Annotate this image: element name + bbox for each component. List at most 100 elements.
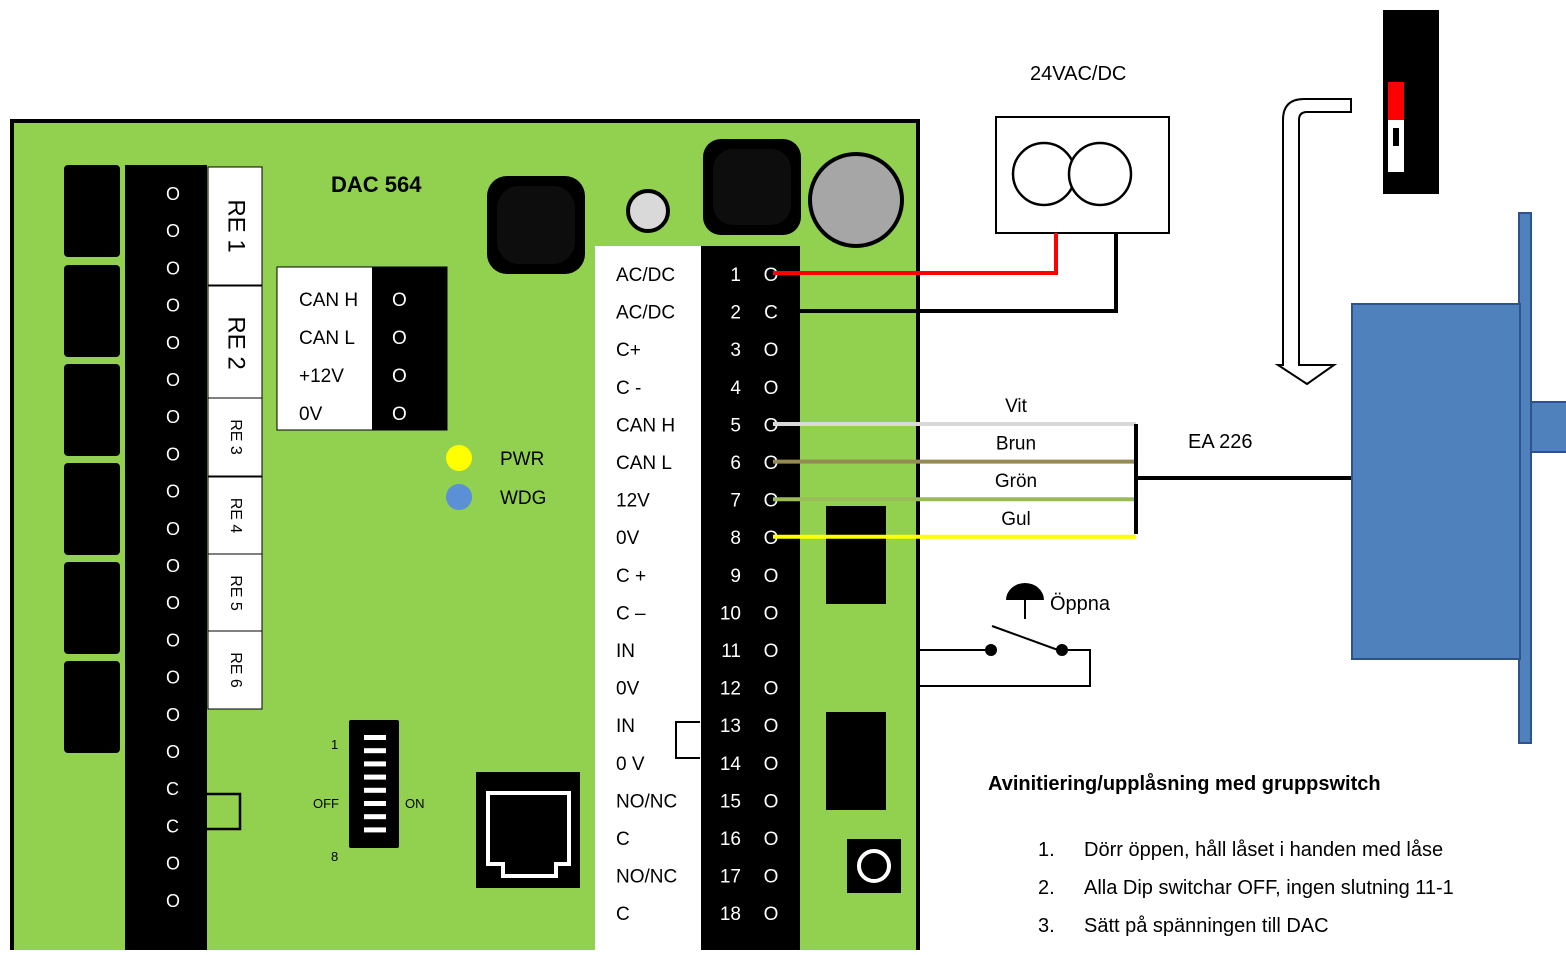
left-terminal-strip bbox=[125, 165, 207, 955]
terminal-label: NO/NC bbox=[616, 791, 677, 812]
terminal-label: IN bbox=[616, 641, 635, 662]
relay-label: RE 4 bbox=[227, 498, 244, 534]
terminal-number: 7 bbox=[730, 491, 741, 512]
led-pwr bbox=[446, 445, 472, 471]
terminal-pin: O bbox=[764, 265, 779, 286]
relay-box bbox=[207, 553, 263, 633]
terminal-number: 3 bbox=[730, 340, 741, 361]
terminal-jumper-13-14 bbox=[675, 721, 700, 759]
terminal-number: 13 bbox=[720, 716, 741, 737]
lock-label: EA 226 bbox=[1188, 431, 1253, 453]
terminal-label: AC/DC bbox=[616, 303, 675, 324]
terminal-pin: C bbox=[764, 303, 778, 324]
terminal-number: 16 bbox=[720, 829, 741, 850]
dip-slot bbox=[364, 774, 386, 780]
black-block-upper bbox=[826, 506, 886, 604]
button-wire-out bbox=[918, 649, 1091, 687]
terminal-label: C bbox=[616, 829, 630, 850]
relay-box bbox=[207, 397, 263, 477]
relay-labels: RE 1RE 2RE 3RE 4RE 5RE 6 bbox=[207, 166, 263, 710]
terminal-pin: O bbox=[764, 641, 779, 662]
can-pin: O bbox=[392, 366, 407, 387]
left-pin: O bbox=[166, 482, 180, 502]
led-label: PWR bbox=[500, 449, 544, 470]
magnet-indicator-red bbox=[1388, 82, 1404, 120]
instruction-steps: 1.Dörr öppen, håll låset i handen med lå… bbox=[1038, 839, 1454, 937]
led-wdg bbox=[446, 484, 472, 510]
push-button-contact bbox=[991, 625, 1059, 651]
left-pin: O bbox=[166, 854, 180, 874]
terminal-label: C - bbox=[616, 378, 641, 399]
terminal-pin: O bbox=[764, 566, 779, 587]
wire-label: Gul bbox=[1001, 509, 1031, 530]
terminal-number: 10 bbox=[720, 603, 741, 624]
terminal-pin: O bbox=[764, 904, 779, 925]
left-pin: O bbox=[166, 742, 180, 762]
can-pin: O bbox=[392, 328, 407, 349]
wire-label: Brun bbox=[996, 434, 1036, 455]
dip-switch-slots bbox=[364, 735, 386, 833]
can-label: +12V bbox=[299, 366, 344, 387]
terminal-label: 0V bbox=[616, 679, 640, 700]
rj-port-icon bbox=[486, 791, 571, 878]
terminal-pin: O bbox=[764, 603, 779, 624]
inner-square-left bbox=[497, 186, 575, 264]
magnet-indicator-gap bbox=[1393, 128, 1399, 146]
dip-slot bbox=[364, 827, 386, 833]
terminal-number: 5 bbox=[730, 415, 741, 436]
terminal-pin: O bbox=[764, 716, 779, 737]
power-terminal-left bbox=[1011, 141, 1077, 207]
terminal-number: 8 bbox=[730, 528, 741, 549]
terminal-label: CAN L bbox=[616, 453, 672, 474]
left-pin: O bbox=[166, 556, 180, 576]
terminal-number: 1 bbox=[730, 265, 741, 286]
relay-box bbox=[207, 285, 263, 401]
terminal-label: CAN H bbox=[616, 415, 675, 436]
step-text: Dörr öppen, håll låset i handen med låse bbox=[1084, 839, 1443, 861]
reset-button[interactable] bbox=[857, 849, 891, 883]
terminal-label: IN bbox=[616, 716, 635, 737]
dip-on-label: ON bbox=[405, 796, 425, 811]
instructions-heading: Avinitiering/upplåsning med gruppswitch bbox=[988, 772, 1381, 795]
dip-slot bbox=[364, 748, 386, 754]
terminal-number: 14 bbox=[720, 754, 742, 775]
terminal-number: 18 bbox=[720, 904, 741, 925]
dip-slot bbox=[364, 761, 386, 767]
push-button-label: Öppna bbox=[1050, 593, 1111, 615]
push-button-terminal-right bbox=[1056, 644, 1068, 656]
left-pin: O bbox=[166, 258, 180, 278]
terminal-label: NO/NC bbox=[616, 867, 677, 888]
left-pin: O bbox=[166, 891, 180, 911]
terminal-pin: O bbox=[764, 679, 779, 700]
can-label: CAN H bbox=[299, 290, 358, 311]
small-led-grey bbox=[626, 189, 670, 233]
left-pin: O bbox=[166, 296, 180, 316]
terminal-number: 2 bbox=[730, 303, 741, 324]
lock-body bbox=[1351, 303, 1521, 660]
left-connector-blocks bbox=[64, 165, 120, 753]
dip-switch bbox=[349, 720, 399, 848]
lock-bolt bbox=[1530, 401, 1566, 453]
left-pin: O bbox=[166, 668, 180, 688]
left-pin: O bbox=[166, 519, 180, 539]
relay-box bbox=[207, 476, 263, 555]
left-pin: O bbox=[166, 444, 180, 464]
terminal-strip bbox=[701, 246, 800, 951]
power-terminal-right bbox=[1067, 141, 1133, 207]
left-pin: O bbox=[166, 221, 180, 241]
wire-label: Grön bbox=[995, 471, 1037, 492]
terminal-pin: O bbox=[764, 829, 779, 850]
board-title: DAC 564 bbox=[331, 172, 422, 197]
terminal-label-panel bbox=[595, 246, 701, 951]
step-text: Alla Dip switchar OFF, ingen slutning 11… bbox=[1084, 877, 1454, 899]
terminal-pin: O bbox=[764, 754, 779, 775]
relay-box bbox=[207, 630, 263, 710]
terminal-number: 12 bbox=[720, 679, 741, 700]
black-block-lower bbox=[826, 712, 886, 810]
terminal-number: 4 bbox=[730, 378, 741, 399]
